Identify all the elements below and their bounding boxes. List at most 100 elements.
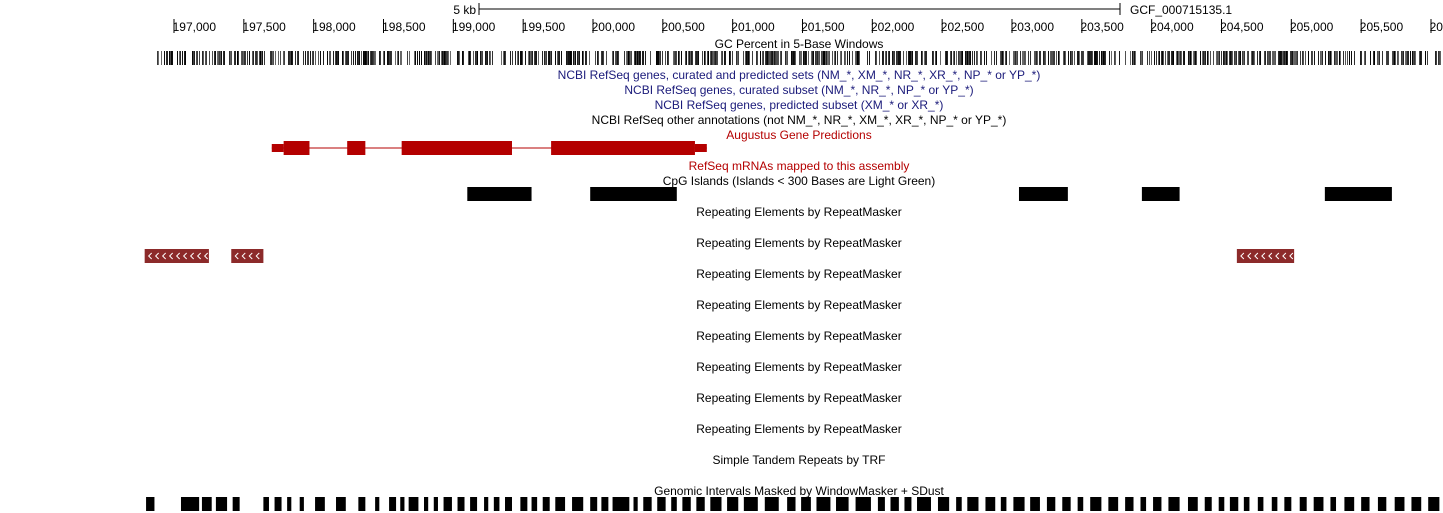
masked-interval[interactable] — [917, 497, 931, 511]
masked-interval[interactable] — [657, 497, 666, 511]
gc-percent-track[interactable] — [157, 51, 1441, 65]
masked-interval[interactable] — [967, 497, 979, 511]
windowmasker-track[interactable] — [146, 497, 1443, 511]
cpg-island[interactable] — [1018, 187, 1068, 201]
masked-interval[interactable] — [505, 497, 512, 511]
masked-interval[interactable] — [180, 497, 200, 511]
masked-interval[interactable] — [1108, 497, 1119, 511]
masked-interval[interactable] — [1062, 497, 1071, 511]
masked-interval[interactable] — [1013, 497, 1025, 511]
masked-interval[interactable] — [1377, 497, 1387, 511]
masked-interval[interactable] — [787, 497, 796, 511]
masked-interval[interactable] — [855, 497, 871, 511]
masked-interval[interactable] — [433, 497, 438, 511]
repeatmasker-track[interactable] — [144, 249, 1295, 263]
masked-interval[interactable] — [1077, 497, 1084, 511]
masked-interval[interactable] — [1344, 497, 1355, 511]
masked-interval[interactable] — [633, 497, 638, 511]
masked-interval[interactable] — [555, 497, 566, 511]
masked-interval[interactable] — [1257, 497, 1264, 511]
masked-interval[interactable] — [937, 497, 950, 511]
repeat-element[interactable] — [231, 249, 264, 263]
masked-interval[interactable] — [1299, 497, 1307, 511]
masked-interval[interactable] — [1330, 497, 1337, 511]
masked-interval[interactable] — [400, 497, 405, 511]
masked-interval[interactable] — [590, 497, 598, 511]
masked-interval[interactable] — [836, 497, 849, 511]
masked-interval[interactable] — [1271, 497, 1278, 511]
cpg-island[interactable] — [1141, 187, 1180, 201]
masked-interval[interactable] — [1428, 497, 1440, 511]
masked-interval[interactable] — [1218, 497, 1225, 511]
cpg-islands-track[interactable] — [467, 187, 1392, 201]
masked-interval[interactable] — [520, 497, 528, 511]
masked-interval[interactable] — [1411, 497, 1422, 511]
masked-interval[interactable] — [816, 497, 831, 511]
masked-interval[interactable] — [572, 497, 584, 511]
masked-interval[interactable] — [877, 497, 885, 511]
masked-interval[interactable] — [801, 497, 811, 511]
masked-interval[interactable] — [1090, 497, 1102, 511]
masked-interval[interactable] — [1153, 497, 1162, 511]
masked-interval[interactable] — [287, 497, 292, 511]
masked-interval[interactable] — [1140, 497, 1147, 511]
masked-interval[interactable] — [389, 497, 397, 511]
masked-interval[interactable] — [696, 497, 705, 511]
masked-interval[interactable] — [375, 497, 380, 511]
repeat-element[interactable] — [144, 249, 209, 263]
masked-interval[interactable] — [1000, 497, 1007, 511]
masked-interval[interactable] — [1204, 497, 1212, 511]
masked-interval[interactable] — [457, 497, 465, 511]
masked-interval[interactable] — [358, 497, 366, 511]
masked-interval[interactable] — [671, 497, 677, 511]
masked-interval[interactable] — [764, 497, 779, 511]
masked-interval[interactable] — [299, 497, 304, 511]
masked-interval[interactable] — [424, 497, 429, 511]
masked-interval[interactable] — [601, 497, 609, 511]
masked-interval[interactable] — [408, 497, 419, 511]
masked-interval[interactable] — [1229, 497, 1239, 511]
masked-interval[interactable] — [493, 497, 500, 511]
masked-interval[interactable] — [1187, 497, 1198, 511]
masked-interval[interactable] — [542, 497, 550, 511]
masked-interval[interactable] — [985, 497, 996, 511]
masked-interval[interactable] — [710, 497, 722, 511]
masked-interval[interactable] — [682, 497, 691, 511]
masked-interval[interactable] — [1243, 497, 1250, 511]
masked-interval[interactable] — [315, 497, 325, 511]
masked-interval[interactable] — [956, 497, 962, 511]
masked-interval[interactable] — [146, 497, 155, 511]
masked-interval[interactable] — [612, 497, 630, 511]
masked-interval[interactable] — [743, 497, 758, 511]
masked-interval[interactable] — [531, 497, 538, 511]
masked-interval[interactable] — [274, 497, 282, 511]
masked-interval[interactable] — [727, 497, 739, 511]
masked-interval[interactable] — [1125, 497, 1134, 511]
masked-interval[interactable] — [1168, 497, 1180, 511]
cpg-island[interactable] — [467, 187, 532, 201]
masked-interval[interactable] — [201, 497, 212, 511]
masked-interval[interactable] — [336, 497, 346, 511]
masked-interval[interactable] — [1394, 497, 1405, 511]
masked-interval[interactable] — [1030, 497, 1040, 511]
masked-interval[interactable] — [1046, 497, 1056, 511]
augustus-gene[interactable] — [271, 141, 707, 155]
cpg-island[interactable] — [590, 187, 677, 201]
masked-interval[interactable] — [904, 497, 912, 511]
masked-interval[interactable] — [232, 497, 240, 511]
masked-interval[interactable] — [215, 497, 228, 511]
masked-interval[interactable] — [263, 497, 269, 511]
cpg-island[interactable] — [1324, 187, 1392, 201]
repeat-element[interactable] — [1236, 249, 1295, 263]
masked-interval[interactable] — [443, 497, 452, 511]
augustus-gene-track[interactable] — [271, 141, 1443, 155]
masked-interval[interactable] — [643, 497, 652, 511]
masked-interval[interactable] — [1361, 497, 1370, 511]
masked-interval[interactable] — [890, 497, 899, 511]
masked-interval[interactable] — [1284, 497, 1292, 511]
masked-interval[interactable] — [1313, 497, 1324, 511]
masked-interval[interactable] — [470, 497, 478, 511]
masked-interval[interactable] — [484, 497, 489, 511]
